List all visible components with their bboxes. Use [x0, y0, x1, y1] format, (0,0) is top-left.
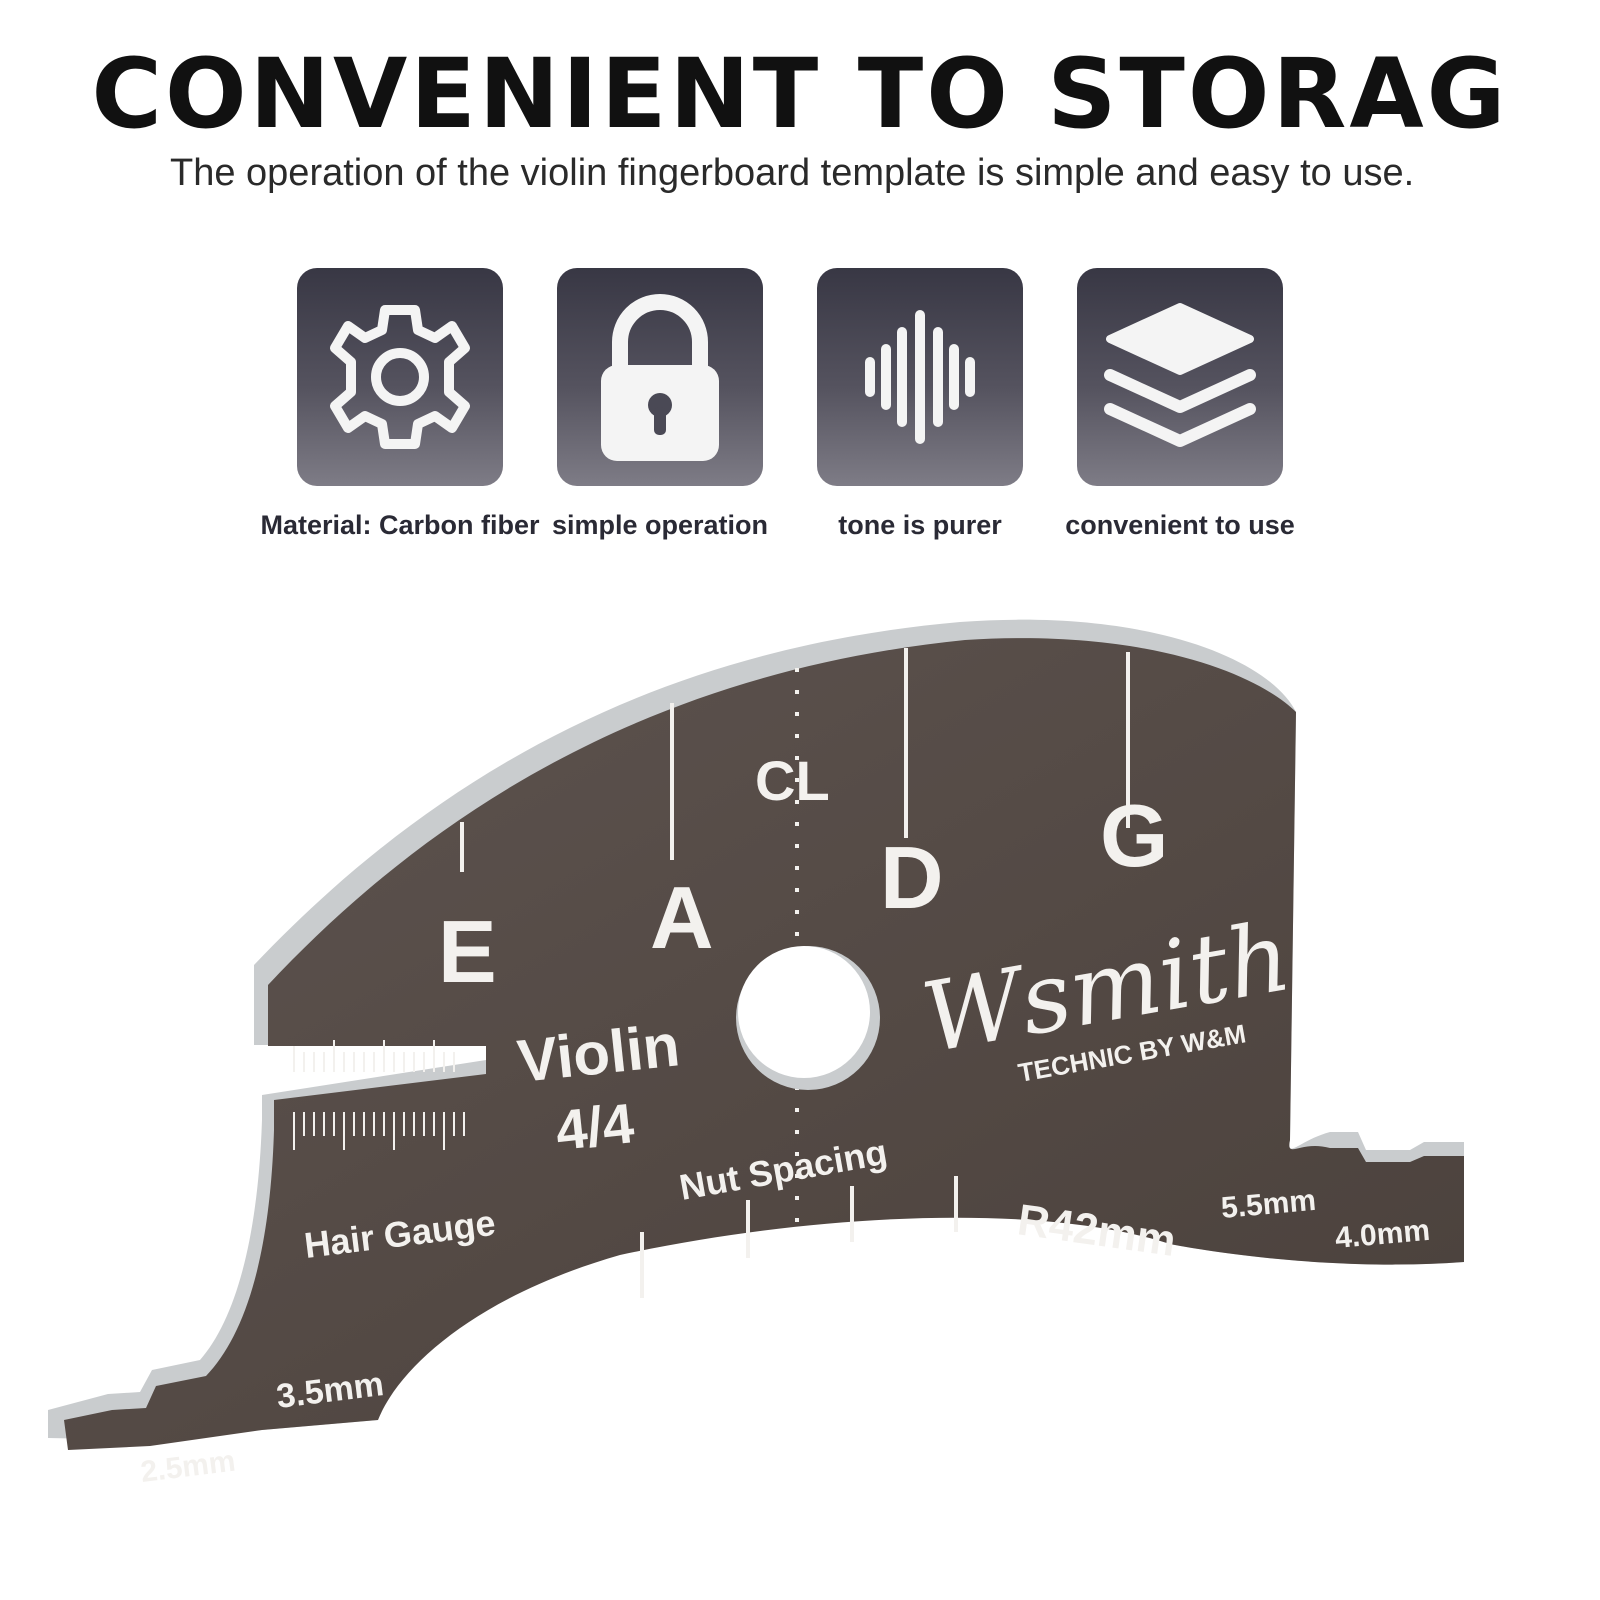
layers-icon	[1104, 303, 1256, 447]
size-label: 4/4	[553, 1091, 637, 1162]
string-markers	[460, 648, 1130, 872]
feature-material: Material: Carbon fiber	[260, 268, 540, 544]
feature-tile	[297, 268, 503, 486]
feature-tone: tone is purer	[780, 268, 1060, 544]
step-label-2-5mm: 2.5mm	[139, 1445, 237, 1489]
lock-icon	[601, 294, 719, 461]
string-label-d: D	[880, 828, 944, 927]
feature-tile	[817, 268, 1023, 486]
feature-label: simple operation	[551, 510, 769, 540]
string-label-e: E	[438, 902, 497, 1001]
sound-wave-icon	[865, 310, 975, 444]
feature-operation: simple operation	[520, 268, 800, 544]
page-subtitle: The operation of the violin fingerboard …	[170, 152, 1415, 194]
gear-icon	[330, 305, 470, 449]
feature-tile	[1077, 268, 1283, 486]
string-label-a: A	[650, 868, 714, 967]
centerline-label: CL	[755, 749, 830, 812]
string-label-g: G	[1100, 786, 1168, 885]
violin-bridge-template: E A D G CL	[48, 619, 1464, 1489]
feature-label: tone is purer	[838, 510, 1002, 540]
feature-label: convenient to use	[1065, 510, 1295, 540]
feature-tile	[557, 268, 763, 486]
feature-convenient: convenient to use	[1040, 268, 1320, 544]
nut-spacing-ticks	[640, 1176, 958, 1298]
hair-gauge-ticks	[293, 1040, 465, 1150]
feature-label: Material: Carbon fiber	[260, 510, 540, 540]
page-title: CONVENIENT TO STORAG	[91, 38, 1509, 150]
